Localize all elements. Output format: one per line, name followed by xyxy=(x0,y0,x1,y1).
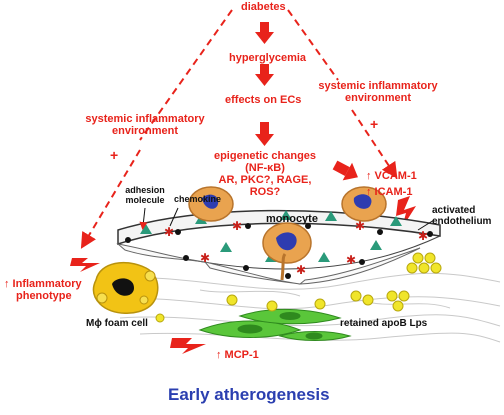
block-arrow-3 xyxy=(255,122,274,146)
activated-line-1: activated xyxy=(432,205,476,216)
block-arrow-1 xyxy=(255,22,274,44)
retained-lps-label: retained apoB Lps xyxy=(340,318,428,329)
adhesion-molecule-label: adhesion molecule xyxy=(116,185,174,206)
smooth-muscle-cells xyxy=(198,308,352,341)
endothelium-pointer xyxy=(417,219,435,231)
svg-text:✱: ✱ xyxy=(296,263,306,277)
chemokines: ✱ ✱ ✱ ✱ ✱ ✱ ✱ xyxy=(164,219,428,277)
mcp1-label: ↑ MCP-1 xyxy=(216,349,259,361)
plus-left: + xyxy=(110,147,119,163)
dashed-arrow-left-lower xyxy=(80,149,141,249)
receptor-dots xyxy=(125,223,433,279)
svg-text:✱: ✱ xyxy=(346,253,356,267)
plus-right: + xyxy=(370,116,379,132)
tissue-fibers xyxy=(99,272,501,343)
dashed-arrow-right xyxy=(287,9,339,81)
adhesion-pointer xyxy=(139,207,148,230)
hyperglycemia-label: hyperglycemia xyxy=(229,52,307,64)
epigenetic-line-2: (NF-κB) xyxy=(245,162,285,175)
phenotype-line-1: ↑ Inflammatory xyxy=(4,278,82,290)
epigenetic-line-3: AR, PKC?, RAGE, xyxy=(218,174,312,187)
block-arrow-2 xyxy=(255,64,274,86)
lightning-icon-endothelium xyxy=(396,196,416,228)
monocyte-center xyxy=(262,222,312,281)
systemic-inflammatory-right-label: systemic inflammatory environment xyxy=(318,80,438,105)
lipoproteins xyxy=(155,252,442,323)
diagram-title: Early atherogenesis xyxy=(168,385,330,404)
vcam-label: ↑ VCAM-1 xyxy=(366,170,417,182)
lightning-icon-mcp1 xyxy=(170,338,206,354)
foam-cell-label: Mϕ foam cell xyxy=(86,318,148,329)
foam-cell xyxy=(92,261,159,314)
systemic-inflammatory-left-label: systemic inflammatory environment xyxy=(85,113,205,138)
dashed-arrow-left xyxy=(139,9,233,141)
adhesion-label-line-1: adhesion xyxy=(125,185,165,195)
diabetes-label: diabetes xyxy=(241,1,286,13)
svg-text:✱: ✱ xyxy=(232,219,242,233)
svg-text:✱: ✱ xyxy=(418,229,428,243)
epigenetic-changes-block: epigenetic changes (NF-κB) AR, PKC?, RAG… xyxy=(205,150,325,198)
icam-label: ↑ ICAM-1 xyxy=(366,186,413,198)
svg-text:✱: ✱ xyxy=(355,219,365,233)
dashed-arrow-right-lower xyxy=(351,109,398,179)
svg-text:✱: ✱ xyxy=(164,225,174,239)
phenotype-line-2: phenotype xyxy=(16,290,72,303)
monocyte-label: monocyte xyxy=(266,213,318,225)
activated-endothelium-label: activated endothelium xyxy=(432,205,491,227)
epigenetic-line-4: ROS? xyxy=(249,186,281,199)
svg-text:✱: ✱ xyxy=(200,251,210,265)
inflammatory-phenotype-label: ↑ Inflammatory phenotype xyxy=(4,278,82,302)
chemokine-pointer xyxy=(169,207,179,227)
adhesion-label-line-2: molecule xyxy=(125,194,165,205)
lightning-icon-phenotype xyxy=(70,258,100,272)
monocyte-left xyxy=(188,186,234,222)
activated-line-2: endothelium xyxy=(432,216,492,227)
epigenetic-line-1: epigenetic changes xyxy=(213,150,317,162)
effects-on-ecs-label: effects on ECs xyxy=(225,94,302,106)
chemokine-label: chemokine xyxy=(174,194,222,204)
endothelial-cells xyxy=(116,243,421,285)
block-arrow-vcam xyxy=(332,160,358,181)
monocyte-right xyxy=(341,186,387,222)
